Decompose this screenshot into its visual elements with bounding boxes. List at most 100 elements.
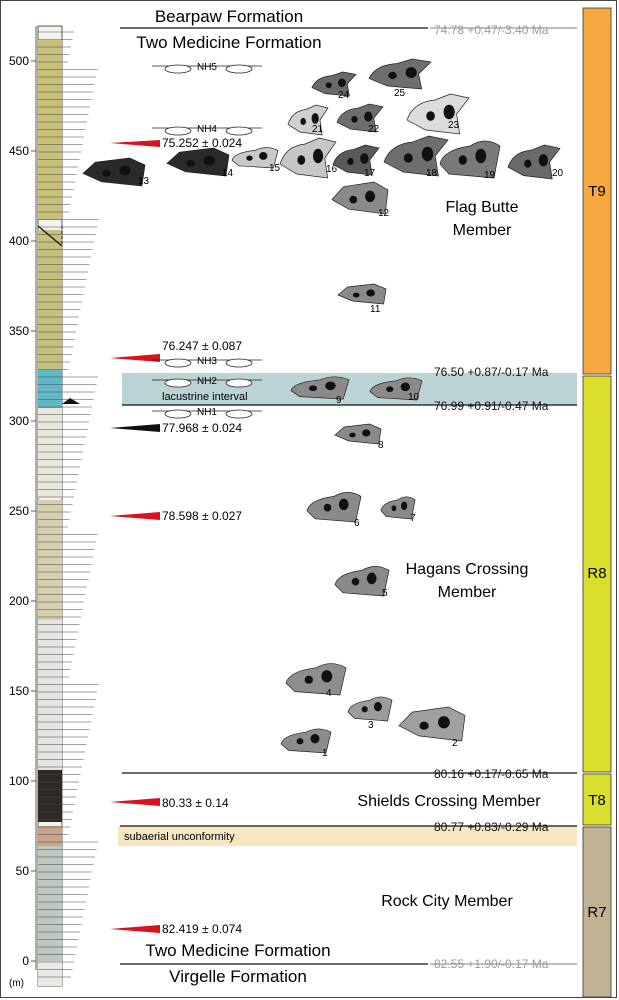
dinosaur-skull: 17 bbox=[332, 144, 380, 179]
axis-unit: (m) bbox=[9, 978, 24, 989]
nest-horizon: NH2 bbox=[152, 376, 262, 388]
specimen-number: 25 bbox=[394, 88, 406, 99]
specimen-number: 2 bbox=[452, 738, 458, 749]
dinosaur-skull: 1 bbox=[280, 728, 332, 759]
dinosaur-skull: 12 bbox=[331, 181, 390, 219]
axis-tick-label: 50 bbox=[16, 864, 30, 878]
specimen-number: 10 bbox=[408, 392, 420, 403]
axis-tick-label: 250 bbox=[9, 504, 29, 518]
specimen-number: 18 bbox=[426, 168, 438, 179]
boundary-age-label: 74.78 +0.47/-3.40 Ma bbox=[434, 23, 549, 37]
date-label: 77.968 ± 0.024 bbox=[162, 421, 242, 435]
sequence-label: T8 bbox=[588, 792, 606, 809]
specimen-number: 22 bbox=[368, 124, 380, 135]
axis-tick-label: 200 bbox=[9, 594, 29, 608]
boundary-age-label: 80.77 +0.83/-0.29 Ma bbox=[434, 820, 549, 834]
member-label-hagans-line1: Hagans Crossing bbox=[406, 561, 529, 578]
date-label: 80.33 ± 0.14 bbox=[162, 796, 229, 810]
specimen-number: 13 bbox=[138, 176, 150, 187]
specimen-number: 7 bbox=[410, 513, 416, 524]
nest-horizon-label: NH1 bbox=[197, 407, 217, 418]
boundary-age-label: 80.16 +0.17/-0.65 Ma bbox=[434, 767, 549, 781]
dinosaur-skull: 8 bbox=[334, 423, 384, 451]
member-label-flag-butte-line1: Flag Butte bbox=[446, 199, 519, 216]
specimen-number: 16 bbox=[326, 164, 338, 175]
specimen-number: 3 bbox=[368, 720, 374, 731]
nest-horizon-label: NH4 bbox=[197, 124, 217, 135]
sequence-R7 bbox=[582, 826, 612, 998]
dinosaur-skull: 5 bbox=[334, 566, 390, 599]
nest-horizon-label: NH3 bbox=[197, 356, 217, 367]
specimen-number: 6 bbox=[354, 518, 360, 529]
axis-tick-label: 350 bbox=[9, 324, 29, 338]
specimen-number: 19 bbox=[484, 170, 496, 181]
formation-label-two-medicine-bottom: Two Medicine Formation bbox=[145, 941, 330, 960]
sequence-label: T9 bbox=[588, 183, 606, 200]
axis-tick-label: 100 bbox=[9, 774, 29, 788]
specimen-number: 12 bbox=[378, 208, 390, 219]
dinosaur-skull: 22 bbox=[336, 103, 384, 135]
formation-label-bearpaw: Bearpaw Formation bbox=[155, 7, 303, 26]
formation-label-virgelle: Virgelle Formation bbox=[169, 967, 307, 986]
specimen-number: 1 bbox=[322, 748, 328, 759]
dinosaur-skull: 9 bbox=[290, 376, 350, 406]
sequence-label: R8 bbox=[587, 565, 606, 582]
dinosaur-skull: 23 bbox=[406, 93, 470, 135]
nest-horizon-label: NH2 bbox=[197, 376, 217, 387]
nest-horizon: NH5 bbox=[152, 62, 262, 74]
specimen-number: 14 bbox=[222, 168, 234, 179]
axis-tick-label: 300 bbox=[9, 414, 29, 428]
member-label-hagans-line2: Member bbox=[438, 584, 497, 601]
boundary-ages: 74.78 +0.47/-3.40 Ma 76.50 +0.87/-0.17 M… bbox=[434, 23, 549, 971]
boundary-lines bbox=[120, 27, 577, 965]
specimen-number: 20 bbox=[552, 168, 564, 179]
axis-tick-label: 500 bbox=[9, 54, 29, 68]
axis-tick-label: 150 bbox=[9, 684, 29, 698]
formation-label-two-medicine-top: Two Medicine Formation bbox=[136, 33, 321, 52]
date-label: 75.252 ± 0.024 bbox=[162, 136, 242, 150]
sequence-R8 bbox=[582, 375, 612, 773]
axis-tick-label: 450 bbox=[9, 144, 29, 158]
dinosaur-skull: 15 bbox=[231, 147, 281, 174]
specimen-number: 24 bbox=[338, 90, 350, 101]
dinosaur-skull: 11 bbox=[337, 283, 387, 315]
specimen-number: 15 bbox=[269, 163, 281, 174]
dinosaur-skull: 25 bbox=[368, 58, 432, 99]
dinosaur-skull: 14 bbox=[166, 147, 234, 179]
sequence-T9 bbox=[582, 7, 612, 375]
nest-horizon-label: NH5 bbox=[197, 62, 217, 73]
dinosaur-skull: 16 bbox=[279, 137, 338, 179]
boundary-age-label: 76.50 +0.87/-0.17 Ma bbox=[434, 365, 549, 379]
dinosaur-skull: 6 bbox=[306, 492, 362, 529]
sequence-bar: T9 R8 T8 R7 bbox=[582, 7, 612, 998]
specimen-number: 8 bbox=[378, 440, 384, 451]
specimen-number: 21 bbox=[312, 124, 324, 135]
nest-horizon: NH1 bbox=[152, 407, 262, 419]
date-label: 76.247 ± 0.087 bbox=[162, 339, 242, 353]
date-label: 78.598 ± 0.027 bbox=[162, 509, 242, 523]
sequence-T8 bbox=[582, 773, 612, 826]
nest-horizon: NH4 bbox=[152, 124, 262, 136]
sequence-label: R7 bbox=[587, 904, 606, 921]
specimen-number: 4 bbox=[326, 688, 332, 699]
lacustrine-band bbox=[122, 373, 577, 405]
boundary-age-label: 82.55 +1.90/-0.17 Ma bbox=[434, 957, 549, 971]
boundary-age-label: 76.99 +0.91/-0.47 Ma bbox=[434, 399, 549, 413]
dinosaur-skull: 13 bbox=[82, 157, 150, 187]
date-label: 82.419 ± 0.074 bbox=[162, 922, 242, 936]
axis-tick-label: 0 bbox=[22, 954, 29, 968]
specimen-number: 5 bbox=[382, 588, 388, 599]
radiometric-dates: 75.252 ± 0.024 76.247 ± 0.087 77.968 ± 0… bbox=[110, 136, 242, 936]
dinosaur-skull: 24 bbox=[311, 71, 357, 101]
dinosaur-skull: 4 bbox=[285, 663, 347, 699]
lacustrine-label: lacustrine interval bbox=[162, 391, 248, 403]
specimen-number: 9 bbox=[336, 395, 342, 406]
dinosaur-skull: 18 bbox=[383, 135, 449, 179]
specimen-number: 17 bbox=[364, 168, 376, 179]
dinosaur-skull: 7 bbox=[380, 496, 416, 524]
dinosaur-skull: 2 bbox=[398, 706, 466, 749]
specimen-number: 11 bbox=[370, 304, 381, 315]
